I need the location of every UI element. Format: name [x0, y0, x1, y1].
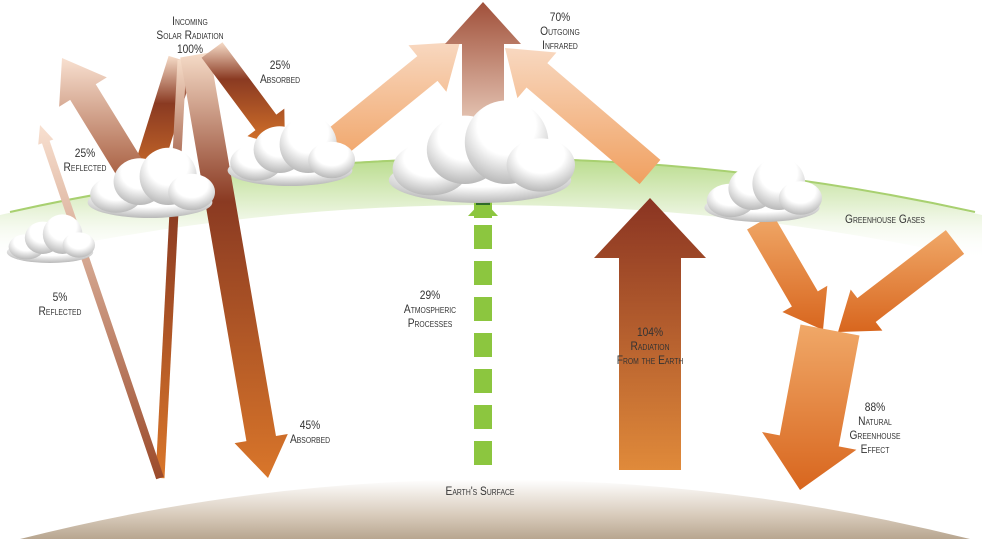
cloud — [87, 147, 216, 218]
cloud — [227, 115, 355, 186]
cloud — [6, 214, 95, 263]
earth-surface — [20, 479, 970, 539]
atmospheric-dash — [474, 297, 492, 321]
absorbed-surface-label: 45%Absorbed — [289, 418, 331, 446]
cloud — [388, 100, 575, 203]
atmospheric-arrow-head — [468, 200, 498, 218]
outgoing-left-arrow — [304, 42, 460, 173]
greenhouse-effect-arrow — [762, 324, 860, 490]
atmospheric-dash — [474, 225, 492, 249]
outgoing-right-arrow — [505, 48, 661, 185]
atmospheric-dash — [474, 333, 492, 357]
earth-surface-label: Earth's Surface — [445, 484, 515, 498]
radiation-earth-arrow — [594, 198, 706, 470]
atmospheric-dash — [474, 369, 492, 393]
absorbed-atmosphere-arrow — [201, 42, 285, 148]
absorbed-surface-arrow — [180, 52, 288, 478]
atmospheric-dash — [474, 405, 492, 429]
greenhouse-gases-label: Greenhouse Gases — [845, 212, 925, 226]
atmospheric-dash — [474, 261, 492, 285]
atmospheric-dash — [474, 441, 492, 465]
reflected-clouds-label: 25%Reflected — [63, 146, 107, 174]
greenhouse-left-arrow — [747, 214, 828, 330]
reflected-surface-label: 5%Reflected — [38, 290, 82, 318]
cloud — [704, 157, 823, 223]
reflected-surface-arrow — [38, 125, 164, 480]
greenhouse-right-arrow — [838, 230, 965, 332]
absorbed-atmosphere-label: 25%Absorbed — [259, 58, 301, 86]
